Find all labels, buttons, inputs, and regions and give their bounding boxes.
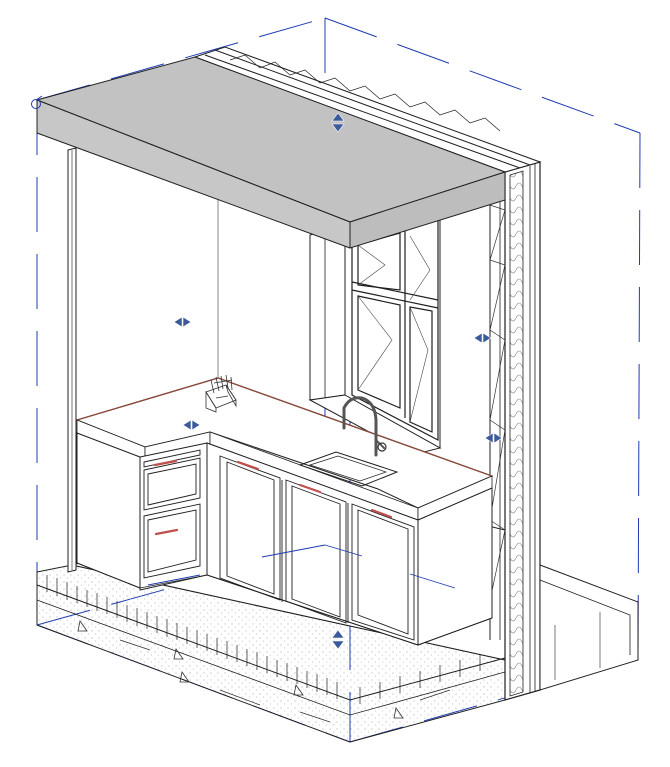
slab-hatch bbox=[77, 620, 451, 723]
move-arrow-icon[interactable] bbox=[484, 432, 503, 444]
window-swing-lines bbox=[357, 235, 431, 423]
move-grips bbox=[173, 112, 503, 650]
move-arrow-icon[interactable] bbox=[331, 112, 345, 133]
drawer-stack bbox=[143, 449, 201, 579]
sink[interactable] bbox=[298, 451, 399, 487]
base-cabinets[interactable] bbox=[76, 432, 493, 646]
exterior-wall-section[interactable] bbox=[489, 161, 639, 701]
left-column[interactable] bbox=[67, 147, 77, 573]
faucet[interactable] bbox=[342, 396, 387, 457]
floor-tile-band bbox=[46, 575, 481, 704]
cabinet-doors bbox=[219, 455, 415, 641]
move-arrow-icon[interactable] bbox=[473, 332, 492, 344]
cabinet-handles bbox=[153, 459, 393, 536]
move-arrow-icon[interactable] bbox=[182, 419, 201, 431]
move-arrow-icon[interactable] bbox=[173, 316, 192, 328]
move-arrow-icon[interactable] bbox=[331, 629, 345, 650]
reference-lines bbox=[147, 544, 456, 589]
ceiling-slab[interactable] bbox=[35, 56, 507, 249]
knife-block[interactable] bbox=[205, 374, 237, 413]
view-origin-icon[interactable] bbox=[31, 95, 43, 109]
